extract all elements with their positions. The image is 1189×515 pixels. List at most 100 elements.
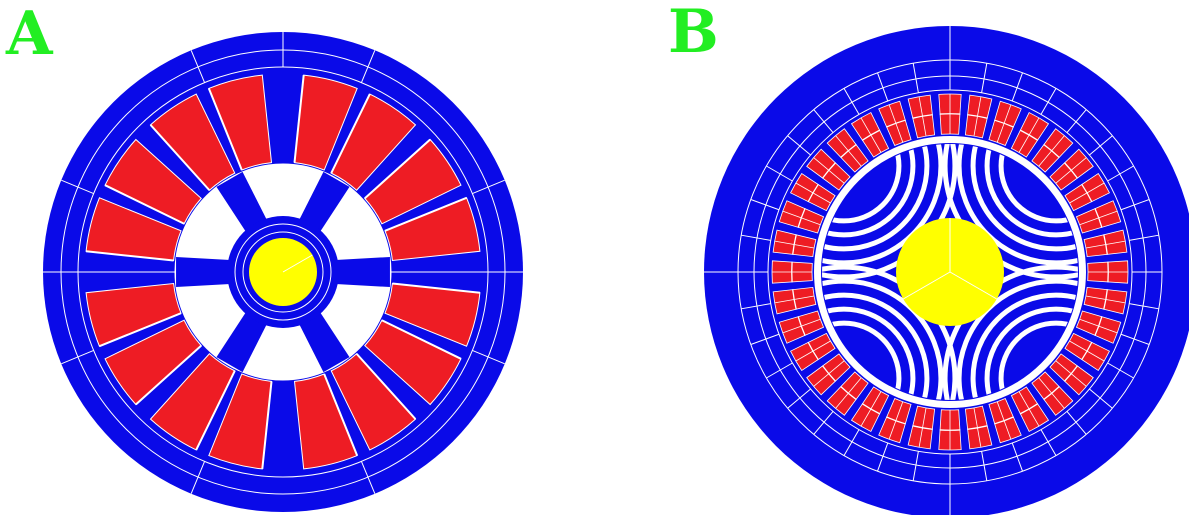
coil-layer-line xyxy=(886,119,906,128)
coil-layer-line xyxy=(840,143,857,159)
coil-edge-line xyxy=(104,184,185,225)
yoke-radial-line xyxy=(1107,362,1134,379)
yoke-radial-line xyxy=(981,451,988,481)
stator-coil xyxy=(364,319,462,406)
stator-coil xyxy=(104,138,202,225)
coil-layer-line xyxy=(807,183,819,203)
yoke-radial-line xyxy=(190,50,206,83)
coil-edge-line xyxy=(149,124,211,191)
flux-barrier-arc xyxy=(998,144,1078,224)
machine-b-cross-section xyxy=(704,26,1189,515)
flux-barrier-arc xyxy=(970,144,1078,252)
stator-coil xyxy=(85,197,182,262)
coil-layer-line xyxy=(861,403,881,415)
yoke-radial-line xyxy=(750,199,780,211)
coil-layer-line xyxy=(1019,403,1039,415)
yoke-radial-line xyxy=(1089,135,1113,156)
yoke-radial-line xyxy=(766,165,793,182)
yoke-radial-line xyxy=(813,109,834,133)
flux-barrier-arc xyxy=(822,144,944,266)
flux-barrier-arc xyxy=(970,292,1078,400)
yoke-radial-line xyxy=(472,349,505,365)
flux-barrier-arc xyxy=(822,144,930,252)
shaft-line xyxy=(902,271,951,300)
coil-layer-line xyxy=(821,162,837,179)
flux-barrier-arc xyxy=(956,278,1078,400)
coil-edge-line xyxy=(207,88,243,171)
flux-barrier-arc xyxy=(822,278,944,400)
coil-layer-line xyxy=(886,416,906,425)
coil-layer-line xyxy=(1019,129,1039,141)
stator-coil xyxy=(384,197,481,262)
yoke-radial-line xyxy=(1089,388,1113,409)
stator-coil xyxy=(149,93,236,191)
flux-barrier-arc xyxy=(822,306,916,400)
yoke-radial-line xyxy=(190,461,206,494)
coil-layer-line xyxy=(912,114,933,119)
yoke-radial-line xyxy=(912,451,919,481)
yoke-radial-line xyxy=(912,63,919,93)
coil-layer-line xyxy=(791,261,793,283)
flux-barrier-arc xyxy=(984,306,1078,400)
hub-inner-ring-line xyxy=(242,231,324,313)
shaft-line xyxy=(282,254,313,273)
coil-edge-line xyxy=(384,196,467,232)
yoke-radial-line xyxy=(1129,234,1159,241)
panel-label-a: A xyxy=(6,0,53,69)
coil-layer-line xyxy=(807,341,819,361)
coil-edge-line xyxy=(135,344,202,406)
flux-barrier-arc xyxy=(984,144,1078,238)
flux-barrier-arc xyxy=(822,264,958,400)
stator-coil xyxy=(104,319,202,406)
yoke-radial-line xyxy=(750,333,780,345)
coil-layer-line xyxy=(792,234,797,255)
yoke-radial-line xyxy=(787,135,811,156)
coil-edge-line xyxy=(195,370,236,451)
yoke-radial-line xyxy=(813,411,834,435)
stator-coil xyxy=(293,74,358,171)
coil-edge-line xyxy=(85,250,174,262)
flux-barrier-arc xyxy=(942,144,1078,280)
yoke-radial-line xyxy=(1040,88,1057,115)
coil-layer-line xyxy=(1043,385,1060,401)
yoke-radial-line xyxy=(843,88,860,115)
flux-barrier-arc xyxy=(822,144,916,238)
coil-layer-line xyxy=(1063,365,1079,382)
yoke-radial-line xyxy=(843,429,860,456)
flux-barrier-arc xyxy=(942,264,1078,400)
stator-coil xyxy=(330,93,417,191)
hub-ring-line xyxy=(234,223,332,321)
coil-layer-line xyxy=(994,119,1014,128)
yoke-radial-line xyxy=(360,50,376,83)
coil-layer-line xyxy=(797,208,806,228)
stator-coil xyxy=(85,282,182,347)
coil-layer-line xyxy=(967,114,988,119)
coil-edge-line xyxy=(323,373,359,456)
coil-layer-line xyxy=(1043,143,1060,159)
coil-layer-line xyxy=(912,425,933,430)
coil-layer-line xyxy=(939,429,961,431)
flux-barrier-arc xyxy=(822,144,902,224)
yoke-radial-line xyxy=(61,349,94,365)
coil-edge-line xyxy=(355,353,417,420)
yoke-radial-line xyxy=(360,461,376,494)
coil-layer-line xyxy=(994,416,1014,425)
coil-layer-line xyxy=(967,425,988,430)
coil-layer-line xyxy=(1107,261,1109,283)
coil-layer-line xyxy=(1094,208,1103,228)
yoke-radial-line xyxy=(1120,199,1150,211)
yoke-radial-line xyxy=(1129,303,1159,310)
coil-layer-line xyxy=(792,289,797,310)
shaft-line xyxy=(949,271,998,300)
coil-layer-line xyxy=(1081,341,1093,361)
flux-barrier-arc xyxy=(998,320,1078,400)
coil-layer-line xyxy=(1103,234,1108,255)
stator-coil xyxy=(149,353,236,451)
yoke-radial-line xyxy=(877,442,889,472)
yoke-radial-line xyxy=(1120,333,1150,345)
yoke-radial-line xyxy=(1011,72,1023,102)
coil-layer-line xyxy=(797,316,806,336)
stator-coil xyxy=(364,138,462,225)
yoke-radial-line xyxy=(1011,442,1023,472)
